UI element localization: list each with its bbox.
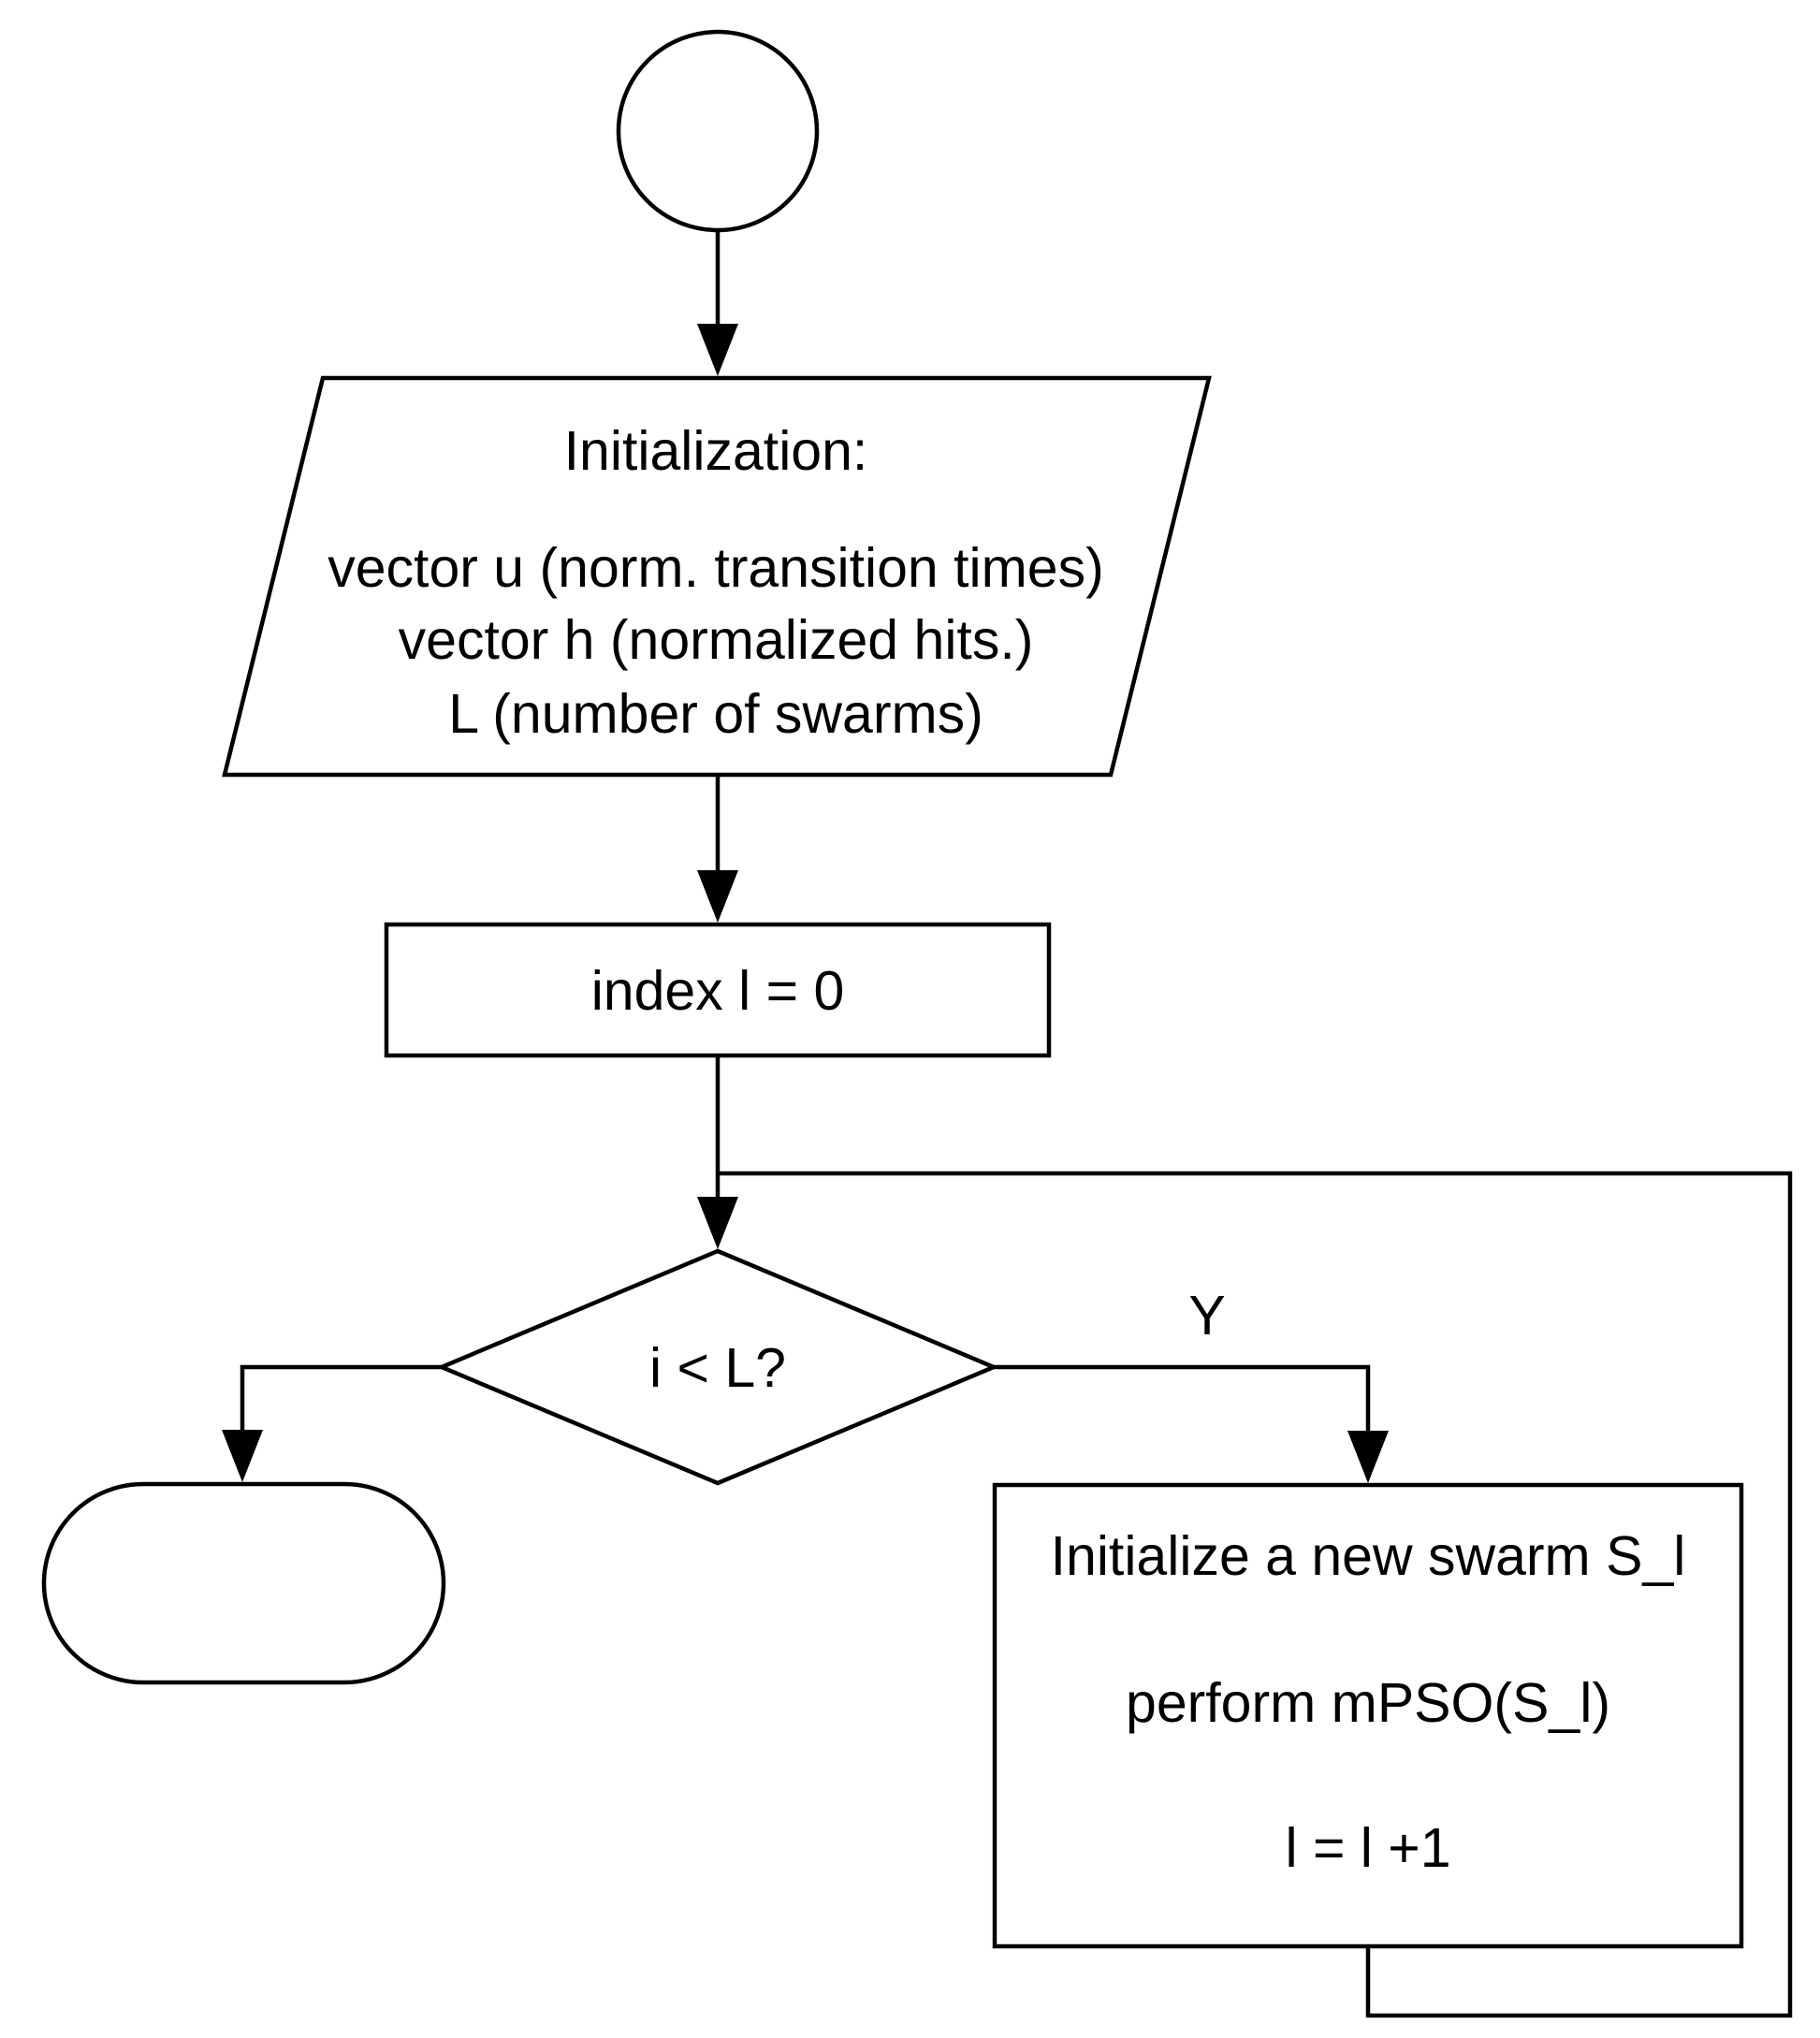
arrow-condition-yes: [994, 1364, 1389, 1483]
initialization-line-swarm-count: L (number of swarms): [448, 683, 983, 745]
arrow-initialization-to-index: [697, 775, 738, 923]
start-node: [616, 29, 820, 233]
initialization-line-vector-h: vector h (normalized hits.): [399, 609, 1034, 671]
loop-body-perform-mpso: perform mPSO(S_l): [1126, 1672, 1610, 1734]
yes-branch-label: Y: [1188, 1285, 1225, 1347]
index-init-label: index l = 0: [591, 960, 845, 1022]
condition-label: i < L?: [649, 1337, 786, 1399]
loop-body-node: Initialize a new swarm S_l perform mPSO(…: [992, 1482, 1744, 1949]
initialization-heading: Initialization:: [564, 420, 868, 482]
arrow-start-to-initialization: [697, 230, 738, 376]
loop-body-init-swarm: Initialize a new swarm S_l: [1051, 1525, 1686, 1587]
arrow-condition-no: [222, 1364, 442, 1482]
arrow-index-to-condition: [697, 1055, 738, 1249]
index-init-node: index l = 0: [384, 922, 1052, 1058]
initialization-node: Initialization: vector u (norm. transiti…: [222, 375, 1212, 778]
initialization-line-vector-u: vector u (norm. transition times): [328, 537, 1104, 599]
end-node: [41, 1481, 446, 1685]
condition-node: i < L?: [436, 1248, 999, 1486]
arrow-loop-back: [718, 1171, 1793, 2018]
loop-body-increment: l = l +1: [1285, 1817, 1450, 1879]
